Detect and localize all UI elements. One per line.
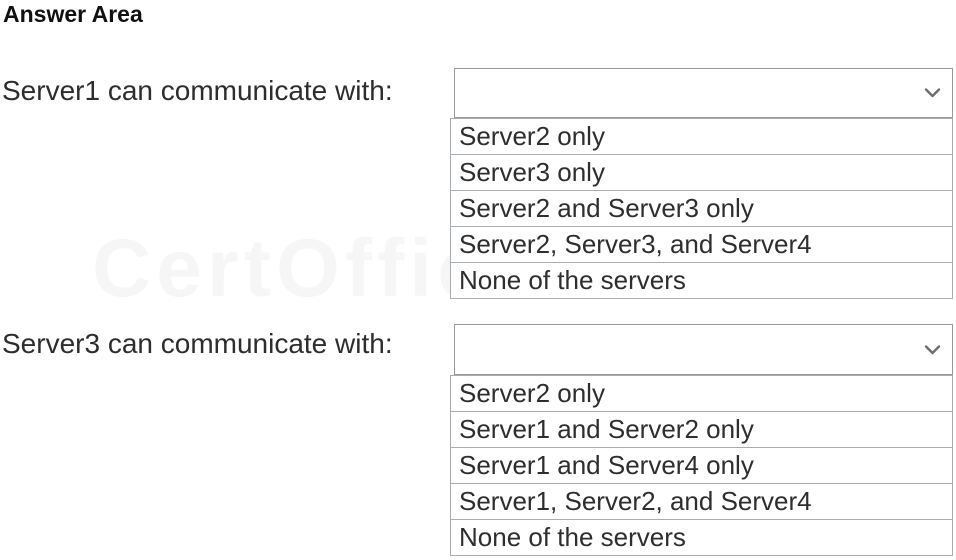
question-label-server1: Server1 can communicate with:: [2, 75, 393, 106]
dropdown-option[interactable]: Server2 and Server3 only: [451, 191, 952, 227]
chevron-down-icon: [924, 88, 941, 99]
dropdown-option[interactable]: Server1 and Server4 only: [451, 448, 952, 484]
dropdown-option[interactable]: Server2, Server3, and Server4: [451, 227, 952, 263]
dropdown-option[interactable]: None of the servers: [451, 520, 952, 556]
dropdown-option[interactable]: Server1 and Server2 only: [451, 412, 952, 448]
chevron-down-icon: [924, 344, 941, 355]
dropdown-option[interactable]: Server2 only: [451, 376, 952, 412]
dropdown-option[interactable]: Server1, Server2, and Server4: [451, 484, 952, 520]
page-title: Answer Area: [3, 1, 143, 27]
dropdown-select-server1[interactable]: [454, 68, 953, 118]
dropdown-select-server3[interactable]: [454, 324, 953, 375]
dropdown-option[interactable]: None of the servers: [451, 263, 952, 299]
dropdown-option[interactable]: Server2 only: [451, 119, 952, 155]
question-label-server3: Server3 can communicate with:: [2, 328, 393, 359]
dropdown-option[interactable]: Server3 only: [451, 155, 952, 191]
